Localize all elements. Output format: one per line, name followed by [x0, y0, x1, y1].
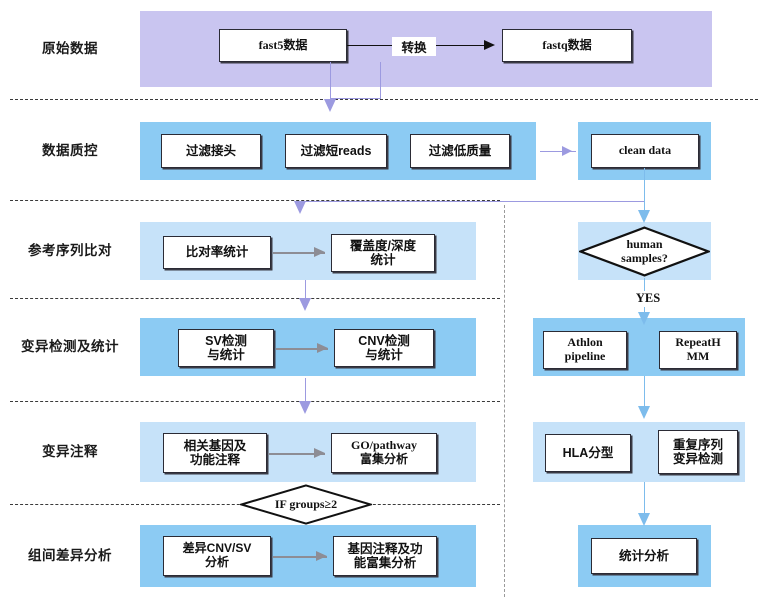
node-stat-analysis[interactable]: 统计分析 [591, 538, 697, 574]
node-go-pathway-line1: GO/pathway [350, 438, 417, 453]
node-repeat-var-line2: 变异检测 [672, 452, 723, 466]
edge-clean-data-down [644, 168, 645, 201]
edge-label-convert: 转换 [392, 37, 436, 56]
node-repeathmm-line1: RepeatH [675, 335, 721, 350]
node-gene-annot-line1: 相关基因及 [183, 438, 247, 453]
decision-if-groups-text: IF groups≥2 [274, 496, 338, 511]
decision-if-groups-line1: IF groups≥2 [274, 496, 338, 511]
arrowhead-bus-to-decision [638, 210, 650, 223]
separator-annotation-groupdiff-right [348, 504, 500, 505]
node-coverage[interactable]: 覆盖度/深度 统计 [331, 234, 435, 272]
edge-bus-to-decision [644, 195, 645, 213]
decision-human-samples-text: human samples? [621, 237, 668, 265]
arrowhead-sv-cnv [317, 343, 328, 353]
node-filter-adapter[interactable]: 过滤接头 [161, 134, 261, 168]
node-filter-lowquality[interactable]: 过滤低质量 [410, 134, 510, 168]
edge-sv-to-cnv [276, 348, 328, 350]
separator-qc-alignment [10, 200, 500, 201]
node-diff-cnv-sv-line1: 差异CNV/SV [182, 541, 252, 556]
arrowhead-decision-to-tools [638, 312, 650, 325]
edge-maprate-to-coverage [273, 252, 325, 254]
node-coverage-line2: 统计 [370, 253, 396, 267]
row-label-group-diff: 组间差异分析 [28, 548, 112, 563]
node-map-rate[interactable]: 比对率统计 [163, 236, 271, 269]
node-filter-short[interactable]: 过滤短reads [285, 134, 387, 168]
node-repeathmm-line2: MM [686, 349, 710, 363]
decision-if-groups[interactable]: IF groups≥2 [240, 484, 372, 525]
node-coverage-line1: 覆盖度/深度 [350, 238, 416, 253]
separator-raw-qc [10, 99, 758, 100]
arrowhead-hla-stats [638, 513, 650, 526]
separator-variant-annotation [10, 401, 500, 402]
diamond-shape-icon [579, 226, 710, 277]
node-repeat-var-line1: 重复序列 [672, 437, 723, 452]
row-label-raw-data: 原始数据 [42, 41, 98, 56]
arrowhead-geneannot-go [314, 448, 325, 458]
edge-alignment-to-variant [305, 280, 306, 302]
node-cnv-line2: 与统计 [365, 348, 403, 362]
node-clean-data[interactable]: clean data [591, 134, 699, 168]
arrowhead-bus-to-alignment [294, 201, 306, 214]
edge-diffcnv-to-enrich [273, 556, 327, 558]
node-cnv-line1: CNV检测 [358, 333, 410, 348]
node-go-pathway-line2: 富集分析 [359, 452, 408, 466]
arrowhead-fast5-fastq [484, 39, 495, 50]
edge-filter-to-clean [540, 151, 576, 152]
arrowhead-maprate-coverage [314, 247, 325, 257]
edge-decision-yes-a [644, 278, 645, 292]
separator-vertical-branch [504, 205, 505, 597]
node-sv-line1: SV检测 [205, 333, 247, 348]
edge-bus-qc-to-alignment [300, 201, 645, 202]
node-stat-analysis-label: 统计分析 [618, 548, 669, 563]
edge-variant-to-annotation [305, 378, 306, 404]
node-map-rate-label: 比对率统计 [185, 245, 249, 260]
edge-hla-to-stats [644, 482, 645, 522]
node-fast5[interactable]: fast5数据 [219, 29, 347, 62]
node-athlon-line2: pipeline [564, 349, 606, 363]
arrowhead-alignment-variant [298, 298, 311, 311]
decision-human-samples-line1: human [626, 237, 663, 252]
node-repeat-var[interactable]: 重复序列 变异检测 [658, 430, 738, 474]
node-athlon-line1: Athlon [567, 335, 603, 350]
row-label-alignment: 参考序列比对 [28, 243, 112, 258]
node-gene-annot[interactable]: 相关基因及 功能注释 [163, 433, 267, 473]
node-gene-annot-line2: 功能注释 [189, 453, 240, 467]
node-diff-enrich-line1: 基因注释及功 [347, 541, 423, 556]
arrowhead-filter-clean [562, 146, 572, 156]
node-hla-label: HLA分型 [562, 445, 614, 460]
node-diff-cnv-sv-line2: 分析 [204, 555, 229, 569]
edge-fastq-drop-right [380, 62, 381, 99]
arrowhead-variant-annotation [298, 401, 311, 414]
separator-annotation-groupdiff-left [10, 504, 265, 505]
row-label-variant-calling: 变异检测及统计 [21, 339, 119, 354]
edge-decision-yes-b [644, 307, 645, 315]
edge-label-yes: YES [625, 291, 671, 306]
edge-geneannot-to-go [269, 453, 325, 455]
node-diff-enrich-line2: 能富集分析 [353, 556, 417, 570]
arrowhead-diffcnv-enrich [316, 551, 327, 561]
node-hla[interactable]: HLA分型 [545, 434, 631, 472]
node-sv-line2: 与统计 [207, 348, 245, 362]
separator-alignment-variant [10, 298, 500, 299]
node-fastq[interactable]: fastq数据 [502, 29, 632, 62]
edge-tools-to-hla [644, 376, 645, 408]
decision-human-samples-line2: samples? [621, 250, 668, 265]
node-diff-enrich[interactable]: 基因注释及功 能富集分析 [333, 536, 437, 576]
node-go-pathway[interactable]: GO/pathway 富集分析 [331, 433, 437, 473]
diamond-shape-icon-2 [240, 484, 372, 525]
arrowhead-to-qc [323, 99, 336, 112]
node-cnv[interactable]: CNV检测 与统计 [334, 329, 434, 367]
row-label-qc: 数据质控 [42, 143, 98, 158]
arrowhead-tools-hla [638, 406, 650, 419]
node-athlon[interactable]: Athlon pipeline [543, 331, 627, 369]
edge-fastq-drop-left [330, 62, 331, 99]
row-label-annotation: 变异注释 [42, 444, 98, 459]
edge-fastq-elbow [330, 98, 380, 99]
node-diff-cnv-sv[interactable]: 差异CNV/SV 分析 [163, 536, 271, 576]
node-sv[interactable]: SV检测 与统计 [178, 329, 274, 367]
node-repeathmm[interactable]: RepeatH MM [659, 331, 737, 369]
decision-human-samples[interactable]: human samples? [579, 226, 710, 277]
